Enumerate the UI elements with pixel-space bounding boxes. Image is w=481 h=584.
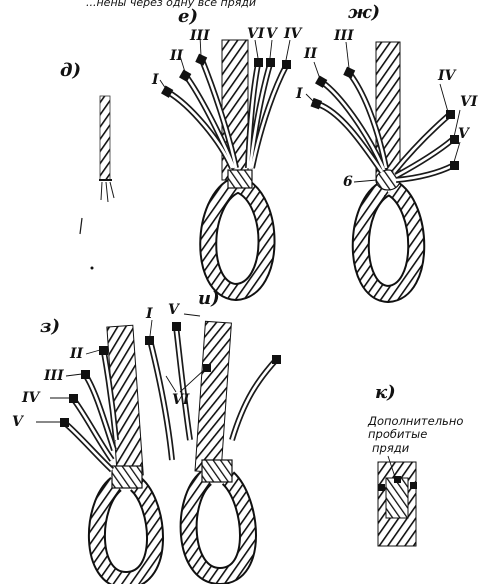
panel-d: д) [60,60,114,270]
strand-label: IV [437,68,458,84]
panel-k-label: к) [375,382,396,403]
dot [91,267,94,270]
frayed-strands [101,182,114,202]
panel-k: к) Дополнительно пробитые пряди [367,382,463,546]
caption-line-3: пряди [372,441,410,455]
strand-label: III [189,28,210,44]
strand-label: V [458,126,471,142]
strand-label: III [43,368,64,384]
panel-z: з) II III IV V [12,316,155,580]
marker-label: 6 [343,174,353,190]
strand-label: II [69,346,84,362]
strand-label: I [151,72,159,88]
strand-label: VI [247,26,265,42]
strand-label: V [266,26,279,42]
rope-end [100,96,110,180]
panel-e: е) [151,6,304,292]
panel-i: и) I V VI [145,288,281,576]
rope-standing-part [195,321,231,472]
strand-label: VI [460,94,478,110]
strand-label: IV [21,390,42,406]
seizing [228,170,252,188]
strand-label: III [333,28,354,44]
panel-zh-label: ж) [348,2,380,23]
caption-line-2: пробитые [368,427,427,441]
strand-label: V [168,302,181,318]
panel-z-label: з) [40,316,60,337]
strand-label: IV [283,26,304,42]
panel-zh: ж) I II III I [295,2,478,294]
strand-label: I [295,86,303,102]
panel-d-label: д) [60,60,81,81]
strand-label: I [145,306,153,322]
unlaid-strands [66,352,116,470]
seizing [202,460,232,482]
rope-detail-overlay [386,478,408,518]
caption-line-1: Дополнительно [367,414,463,428]
strand-fragment [80,218,82,234]
panel-e-label: е) [178,6,198,27]
seizing [112,466,142,488]
strand-label: II [303,46,318,62]
panel-i-label: и) [198,288,220,309]
strand-label: V [12,414,25,430]
header-fragment: ...нены через одну все пряди [86,0,256,9]
strand-label: VI [172,392,190,408]
